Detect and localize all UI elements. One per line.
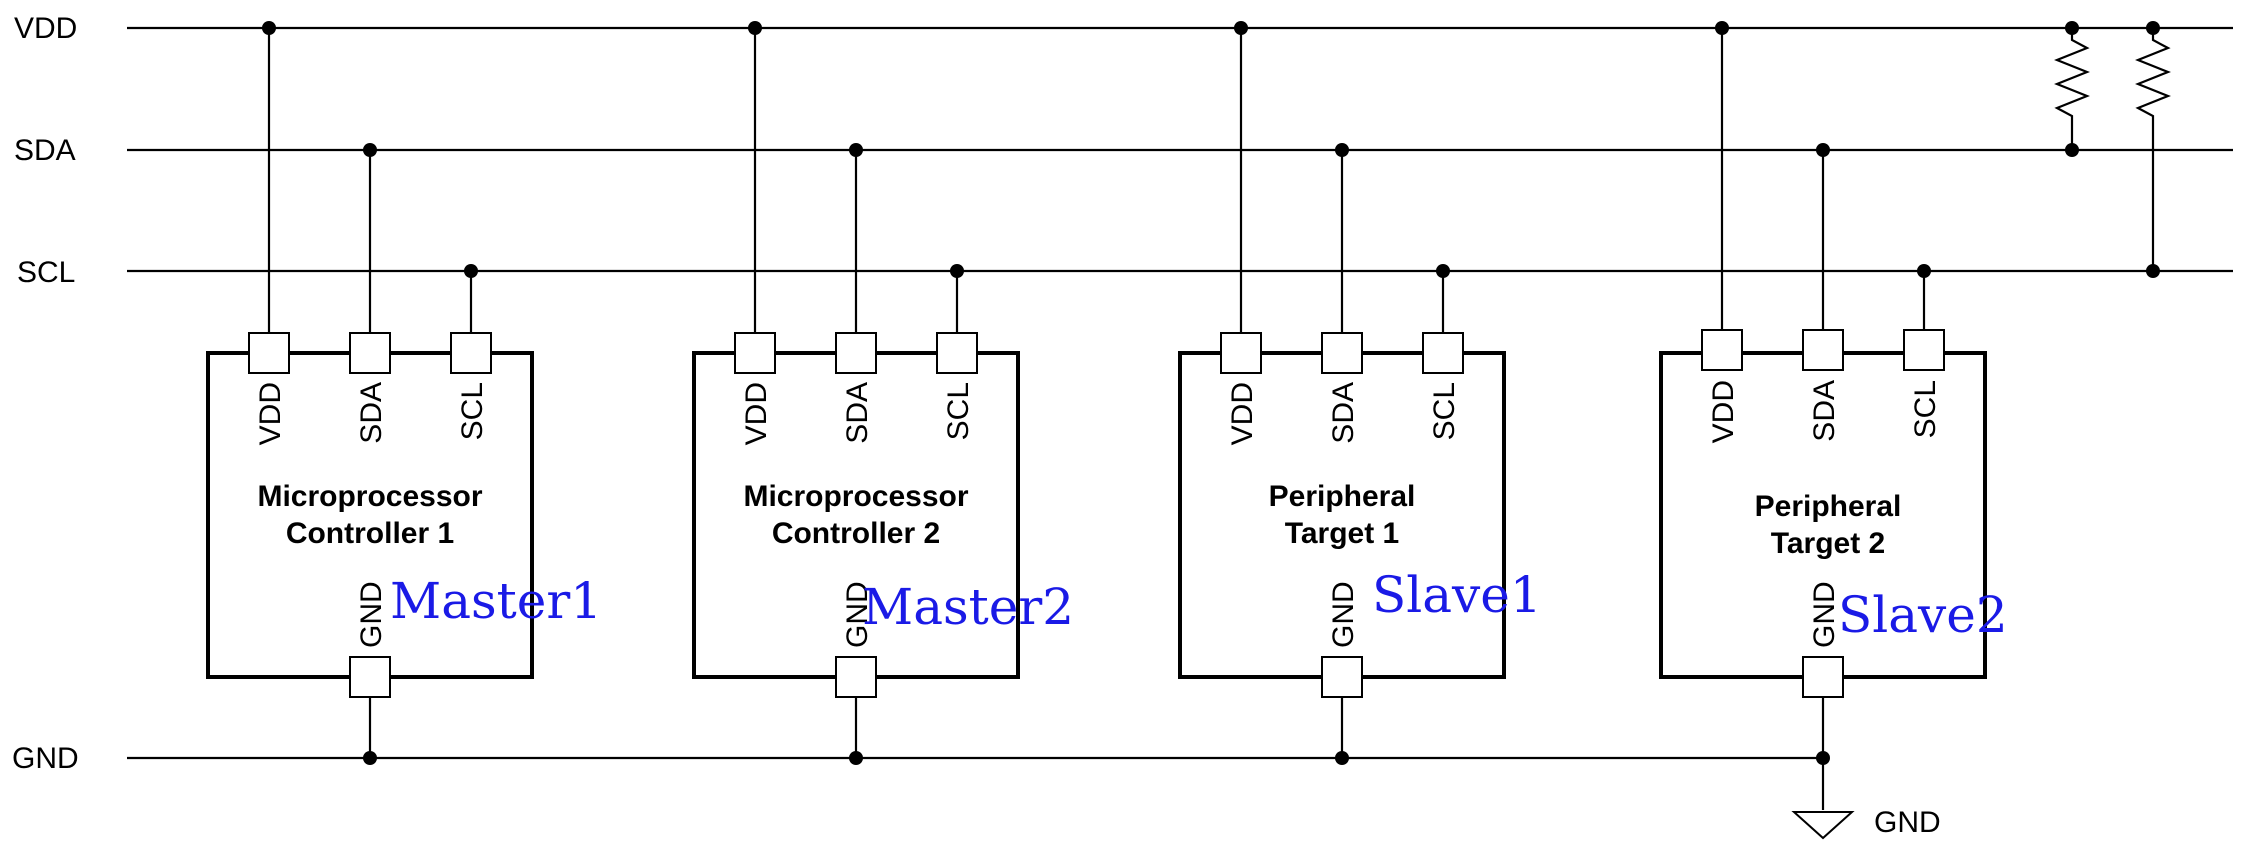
junction-vdd bbox=[1715, 21, 1729, 35]
role-label: Slave1 bbox=[1372, 566, 1542, 624]
junction-resistor-sda-bottom bbox=[2065, 143, 2079, 157]
junction-scl bbox=[1436, 264, 1450, 278]
chip-title-line1: Peripheral bbox=[1269, 480, 1416, 513]
chip-title-line2: Controller 2 bbox=[772, 517, 940, 550]
pin-label-vdd: VDD bbox=[1707, 380, 1740, 443]
pin-gnd bbox=[349, 656, 391, 698]
pin-vdd bbox=[1220, 332, 1262, 374]
pin-label-sda: SDA bbox=[355, 382, 388, 444]
pin-label-gnd: GND bbox=[841, 581, 874, 648]
pin-label-vdd: VDD bbox=[254, 382, 287, 445]
pin-label-gnd: GND bbox=[355, 581, 388, 648]
pin-label-scl: SCL bbox=[1909, 380, 1942, 438]
junction-resistor-scl-top bbox=[2146, 21, 2160, 35]
junction-vdd bbox=[262, 21, 276, 35]
rail-label-sda: SDA bbox=[14, 134, 76, 167]
junction-sda bbox=[1335, 143, 1349, 157]
junction-sda bbox=[1816, 143, 1830, 157]
pin-gnd bbox=[1802, 656, 1844, 698]
pin-scl bbox=[1903, 329, 1945, 371]
junction-vdd bbox=[748, 21, 762, 35]
junction-gnd bbox=[363, 751, 377, 765]
chip-title-line2: Target 1 bbox=[1285, 517, 1399, 550]
chip-title-line1: Microprocessor bbox=[743, 480, 968, 513]
chip-body bbox=[1659, 351, 1987, 679]
pin-label-sda: SDA bbox=[1327, 382, 1360, 444]
pull-up-resistor-scl bbox=[2135, 21, 2171, 278]
pin-label-vdd: VDD bbox=[740, 382, 773, 445]
role-label: Master1 bbox=[390, 572, 602, 630]
pin-scl bbox=[1422, 332, 1464, 374]
pin-label-sda: SDA bbox=[841, 382, 874, 444]
pin-vdd bbox=[248, 332, 290, 374]
device-target-2: VDD SDA SCL GND Peripheral Target 2 Slav… bbox=[1659, 21, 2008, 765]
junction-resistor-sda-top bbox=[2065, 21, 2079, 35]
junction-gnd bbox=[1335, 751, 1349, 765]
chip-body bbox=[206, 351, 534, 679]
device-controller-2: VDD SDA SCL GND Microprocessor Controlle… bbox=[692, 21, 1074, 765]
chip-title-line1: Peripheral bbox=[1755, 490, 1902, 523]
ground-label: GND bbox=[1874, 806, 1941, 839]
resistor-scl-zigzag bbox=[2135, 28, 2171, 271]
junction-scl bbox=[464, 264, 478, 278]
pin-label-scl: SCL bbox=[456, 382, 489, 440]
junction-scl bbox=[1917, 264, 1931, 278]
pin-sda bbox=[1802, 329, 1844, 371]
resistor-sda-zigzag bbox=[2054, 28, 2090, 150]
pin-label-scl: SCL bbox=[942, 382, 975, 440]
pin-label-scl: SCL bbox=[1428, 382, 1461, 440]
chip-title-line2: Controller 1 bbox=[286, 517, 454, 550]
device-target-1: VDD SDA SCL GND Peripheral Target 1 Slav… bbox=[1178, 21, 1542, 765]
pin-gnd bbox=[835, 656, 877, 698]
pin-sda bbox=[835, 332, 877, 374]
junction-scl bbox=[950, 264, 964, 278]
device-controller-1: VDD SDA SCL GND Microprocessor Controlle… bbox=[206, 21, 602, 765]
pin-label-gnd: GND bbox=[1808, 581, 1841, 648]
junction-resistor-scl-bottom bbox=[2146, 264, 2160, 278]
pin-scl bbox=[450, 332, 492, 374]
role-label: Slave2 bbox=[1838, 586, 2008, 644]
rail-label-vdd: VDD bbox=[14, 12, 77, 45]
ground-symbol: GND bbox=[1791, 758, 1941, 840]
junction-sda bbox=[849, 143, 863, 157]
pin-label-sda: SDA bbox=[1808, 380, 1841, 442]
junction-gnd bbox=[849, 751, 863, 765]
junction-sda bbox=[363, 143, 377, 157]
pull-up-resistor-sda bbox=[2054, 21, 2090, 157]
pin-gnd bbox=[1321, 656, 1363, 698]
chip-title-line1: Microprocessor bbox=[257, 480, 482, 513]
chip-body bbox=[1178, 351, 1506, 679]
chip-title-line2: Target 2 bbox=[1771, 527, 1885, 560]
pin-vdd bbox=[1701, 329, 1743, 371]
ground-icon bbox=[1791, 811, 1855, 840]
pin-scl bbox=[936, 332, 978, 374]
role-label: Master2 bbox=[862, 578, 1074, 636]
rail-label-gnd: GND bbox=[12, 742, 79, 775]
rail-label-scl: SCL bbox=[17, 256, 75, 289]
pin-sda bbox=[1321, 332, 1363, 374]
pin-label-gnd: GND bbox=[1327, 581, 1360, 648]
pin-sda bbox=[349, 332, 391, 374]
pin-vdd bbox=[734, 332, 776, 374]
pin-label-vdd: VDD bbox=[1226, 382, 1259, 445]
junction-vdd bbox=[1234, 21, 1248, 35]
